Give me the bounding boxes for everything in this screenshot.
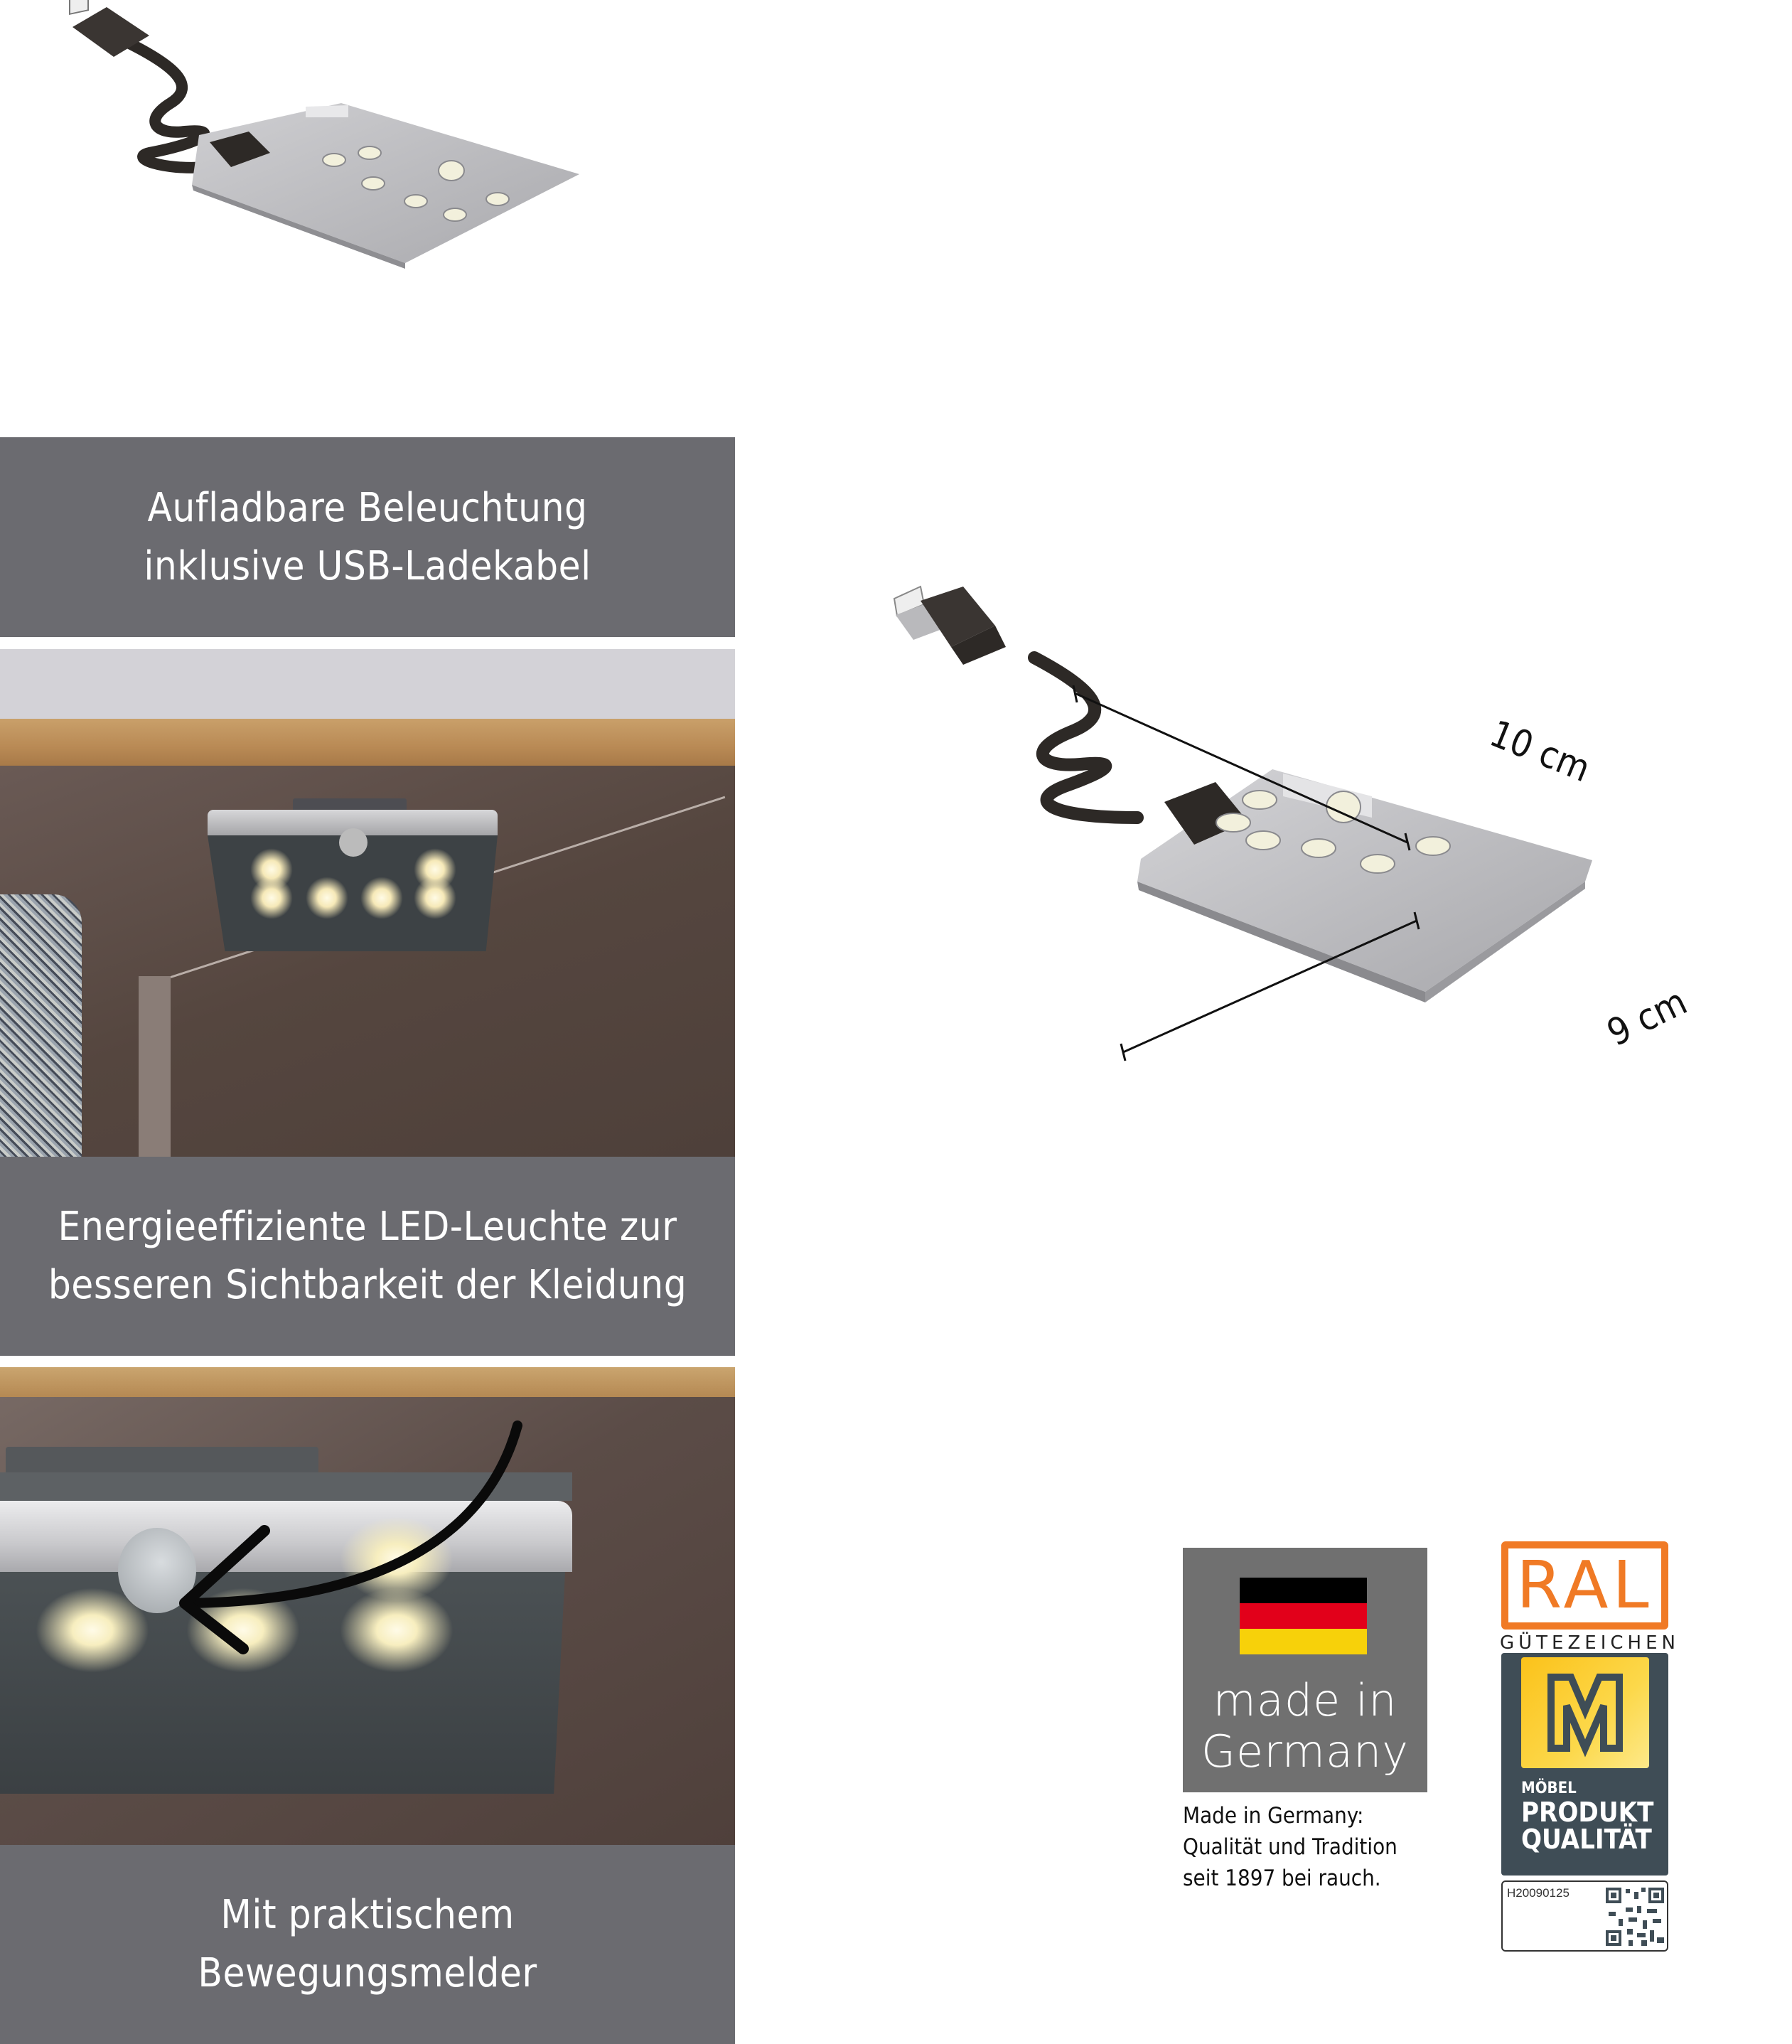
led-glow (360, 877, 403, 919)
m-furniture-logo-icon (1521, 1657, 1649, 1768)
badge-text-line: Germany (1201, 1725, 1409, 1777)
oak-shelf-edge (0, 719, 735, 766)
made-in-germany-caption: Made in Germany: Qualität und Tradition … (1183, 1800, 1453, 1894)
wall (0, 649, 735, 719)
clothing (0, 894, 82, 1157)
led-glow (414, 877, 456, 919)
usb-led-light-icon (69, 0, 579, 269)
ral-category: MÖBEL (1521, 1780, 1577, 1797)
oak-shelf-edge (0, 1367, 735, 1397)
headline-bar-rechargeable: Aufladbare Beleuchtung inklusive USB-Lad… (0, 437, 735, 637)
headline-line: Mit praktischem (220, 1892, 515, 1938)
caption-line: Made in Germany: (1183, 1803, 1364, 1829)
curved-arrow-icon (179, 1420, 522, 1654)
headline-bar-motion-sensor: Mit praktischem Bewegungsmelder (0, 1845, 735, 2044)
headline-bar-energy-efficient: Energieeffiziente LED-Leuchte zur besser… (0, 1157, 735, 1356)
led-glow (306, 877, 348, 919)
headline-line: besseren Sichtbarkeit der Kleidung (48, 1262, 687, 1308)
photo-light-in-wardrobe (0, 649, 735, 1157)
product-render-small (36, 0, 590, 284)
photo-motion-sensor-closeup (0, 1367, 735, 1845)
badge-text-line: made in (1213, 1674, 1397, 1726)
led-glow (36, 1588, 149, 1673)
certificate-id: H20090125 (1507, 1886, 1570, 1900)
ral-subtitle: GÜTEZEICHEN (1500, 1632, 1680, 1654)
ral-logo: RAL (1501, 1541, 1668, 1630)
light-fixture-rail (0, 1501, 572, 1572)
ral-title-line1: PRODUKT (1521, 1797, 1654, 1828)
dimension-diagram: 10 cm 9 cm (881, 583, 1792, 1081)
german-flag-icon (1240, 1578, 1367, 1654)
headline-line: Energieeffiziente LED-Leuchte zur (58, 1204, 677, 1250)
ral-logo-text: RAL (1516, 1547, 1653, 1623)
ral-certificate-box: H20090125 (1501, 1880, 1668, 1952)
led-glow (250, 877, 293, 919)
ral-title-line2: QUALITÄT (1521, 1824, 1652, 1855)
shelf-side-panel (139, 976, 171, 1157)
headline-line: Bewegungsmelder (198, 1950, 537, 1996)
made-in-germany-badge: made in Germany (1183, 1548, 1427, 1792)
ral-quality-panel: MÖBEL PRODUKT QUALITÄT (1501, 1653, 1668, 1876)
caption-line: seit 1897 bei rauch. (1183, 1866, 1381, 1891)
qr-code-icon (1606, 1888, 1664, 1946)
caption-line: Qualität und Tradition (1183, 1834, 1397, 1860)
usb-led-light-dimension-icon (893, 585, 1592, 1061)
headline-line: inklusive USB-Ladekabel (144, 542, 591, 589)
led-glow (340, 1588, 454, 1673)
light-fixture-clip (6, 1447, 318, 1477)
led-light-fixture (208, 798, 498, 951)
headline-line: Aufladbare Beleuchtung (147, 484, 588, 531)
